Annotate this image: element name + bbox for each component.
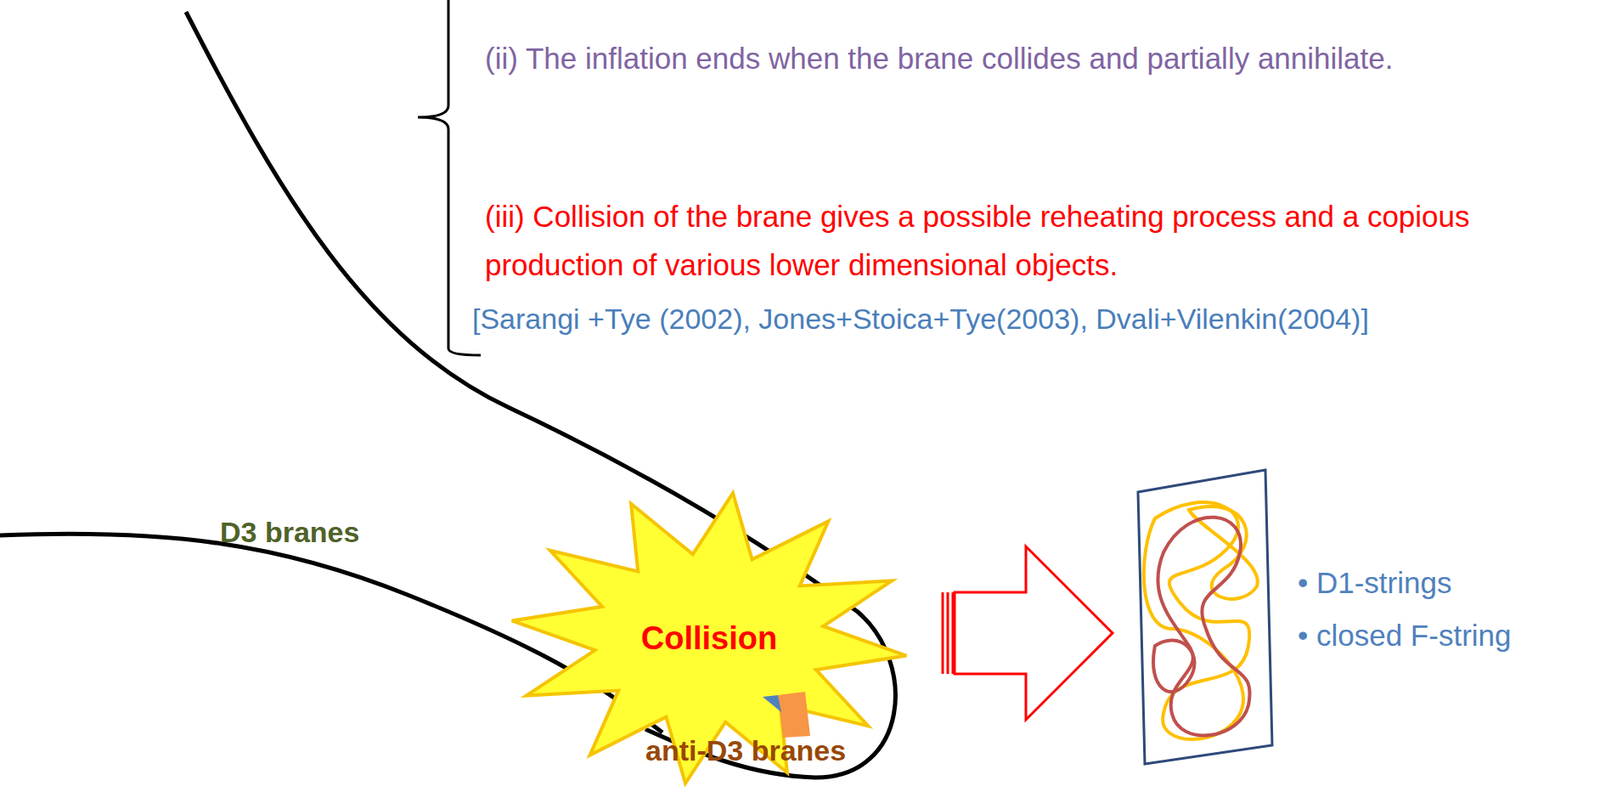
bullet-item: • D1-strings [1297,557,1452,607]
brace [417,0,481,355]
brane-plane [1138,469,1273,764]
brane-label: anti-D3 branes [645,726,846,775]
bullet-item: • closed F-string [1297,610,1512,660]
note-text: (iii) Collision of the brane gives a pos… [484,191,1572,289]
node-text: Collision [641,619,778,657]
citation: [Sarangi +Tye (2002), Jones+Stoica+Tye(2… [472,294,1370,344]
note-text: (ii) The inflation ends when the brane c… [484,33,1393,83]
brane-label: D3 branes [219,507,360,557]
big-arrow [942,546,1113,720]
string-loops [1143,501,1258,739]
